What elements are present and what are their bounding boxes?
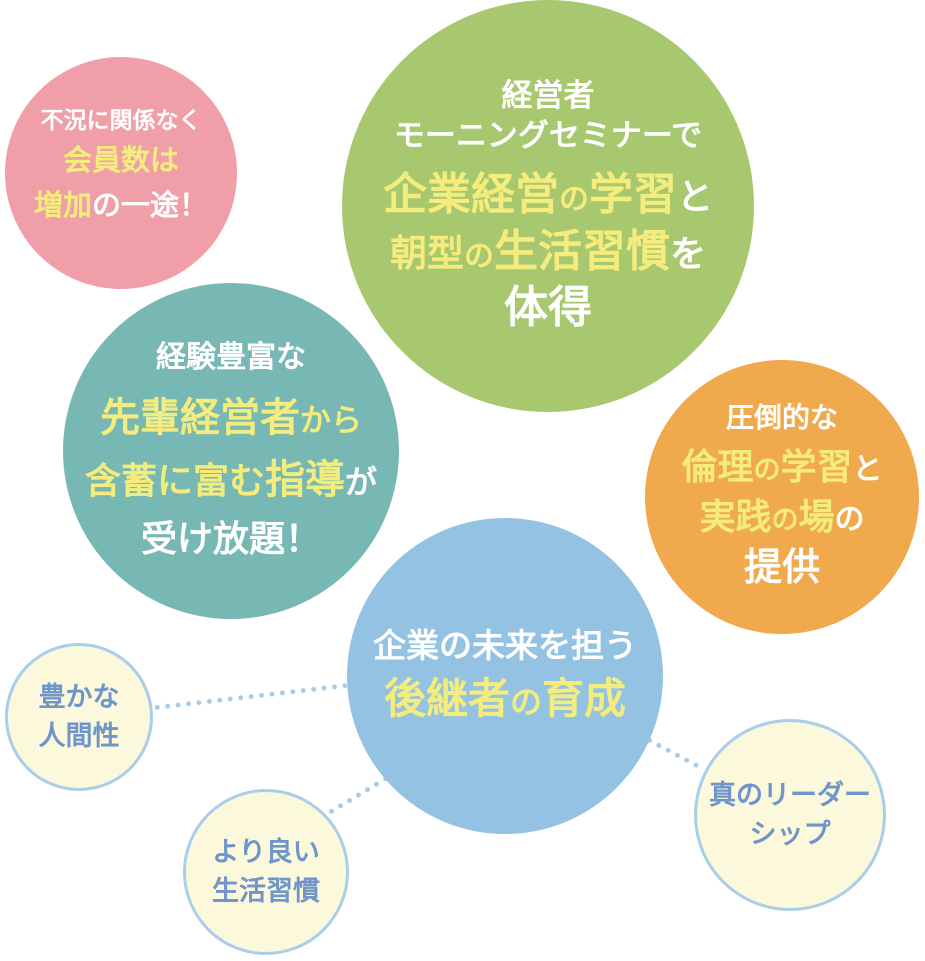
bubble-text-line: 不況に関係なく <box>41 103 202 139</box>
bubble-text-line: 企業の未来を担う <box>373 622 637 670</box>
text-segment: の <box>509 684 542 721</box>
text-segment: の <box>753 454 781 485</box>
bubble-text-line: 先輩経営者から <box>100 387 362 449</box>
text-segment: 学習 <box>588 170 677 220</box>
bubble-true-leadership: 真のリーダー シップ <box>694 719 886 911</box>
bubble-text-line: 倫理の学習と <box>681 442 882 492</box>
text-segment: 実践 <box>699 496 772 537</box>
text-segment: 経験豊富な <box>156 341 306 375</box>
bubble-text-line: 豊かな <box>39 678 120 717</box>
text-segment: 生活習慣 <box>493 226 670 276</box>
bubble-senior-mentorship: 経験豊富な 先輩経営者から 含蓄に富む指導が 受け放題！ <box>63 283 399 619</box>
bubble-membership-growth: 不況に関係なく 会員数は 増加の一途！ <box>5 57 237 289</box>
text-segment: 場 <box>798 496 835 537</box>
text-segment: 先輩経営者 <box>100 395 300 440</box>
bubble-text-line: 真のリーダー <box>709 776 871 815</box>
text-segment: の一途！ <box>92 189 209 222</box>
bubble-text-line: 圧倒的な <box>726 398 838 437</box>
text-segment: 朝型 <box>389 232 464 274</box>
text-segment: の <box>558 183 589 217</box>
bubble-text-line: シップ <box>750 815 831 854</box>
text-segment: 企業の未来を担う <box>373 626 637 664</box>
text-segment: 受け放題！ <box>140 517 321 559</box>
bubble-text-line: 生活習慣 <box>212 872 320 911</box>
bubble-successor-development: 企業の未来を担う 後継者の育成 <box>347 518 663 834</box>
bubble-text-line: 受け放題！ <box>141 511 321 567</box>
text-segment: 生活習慣 <box>212 876 320 906</box>
text-segment: 倫理 <box>681 445 754 487</box>
text-segment: 提供 <box>743 547 820 590</box>
text-segment: 経営者 <box>501 77 595 113</box>
text-segment: シップ <box>749 819 831 849</box>
text-segment: 不況に関係なく <box>40 107 202 134</box>
text-segment: 指導 <box>265 457 345 502</box>
text-segment: が <box>345 463 378 500</box>
text-segment: 含蓄に富む <box>84 459 265 501</box>
text-segment: 育成 <box>542 675 627 723</box>
text-segment: の <box>771 505 799 535</box>
bubble-text-line: 会員数は <box>63 139 179 184</box>
text-segment: の <box>463 239 494 273</box>
bubble-text-line: 実践の場の <box>699 492 864 542</box>
text-segment: から <box>300 402 362 438</box>
text-segment: 豊かな <box>38 681 120 712</box>
text-segment: 人間性 <box>38 721 120 751</box>
bubble-text-line: 提供 <box>744 542 820 595</box>
text-segment: 後継者 <box>383 675 510 723</box>
bubble-text-line: 人間性 <box>39 717 120 756</box>
bubble-morning-seminar: 経営者 モーニングセミナーで 企業経営の学習と 朝型の生活習慣を 体得 <box>342 0 754 412</box>
bubble-text-line: 企業経営の学習と <box>383 167 713 223</box>
text-segment: 学習 <box>780 445 853 487</box>
text-segment: 企業経営 <box>382 170 559 220</box>
bubble-text-line: 経営者 <box>502 76 595 116</box>
text-segment: モーニングセミナーで <box>393 117 703 153</box>
bubble-text-line: 経験豊富な <box>156 335 306 382</box>
text-segment: 会員数は <box>62 144 179 177</box>
bubble-text-line: より良い <box>212 833 319 872</box>
bubble-text-line: モーニングセミナーで <box>394 116 702 156</box>
bubble-text-line: 含蓄に富む指導が <box>85 449 377 511</box>
bubble-better-lifestyle: より良い 生活習慣 <box>183 789 349 955</box>
bubble-text-line: 後継者の育成 <box>384 669 626 730</box>
text-segment: と <box>852 452 883 486</box>
bubble-text-line: 朝型の生活習慣を <box>390 224 706 280</box>
text-segment: 圧倒的な <box>725 402 838 434</box>
text-segment: より良い <box>212 836 320 867</box>
text-segment: の <box>834 503 865 536</box>
text-segment: を <box>669 232 706 274</box>
bubble-text-line: 体得 <box>504 280 592 336</box>
bubble-ethics-learning: 圧倒的な 倫理の学習と 実践の場の 提供 <box>645 360 919 634</box>
text-segment: と <box>676 176 713 218</box>
text-segment: 増加 <box>33 189 92 222</box>
text-segment: 体得 <box>504 282 592 332</box>
bubble-rich-humanity: 豊かな 人間性 <box>5 643 153 791</box>
dotted-connector-humanity-to-successor <box>151 682 348 711</box>
dotted-connector-lifestyle-to-successor <box>325 775 389 817</box>
bubble-text-line: 増加の一途！ <box>34 184 208 229</box>
dotted-connector-successor-to-leadership <box>643 735 700 769</box>
text-segment: 真のリーダー <box>709 779 871 810</box>
